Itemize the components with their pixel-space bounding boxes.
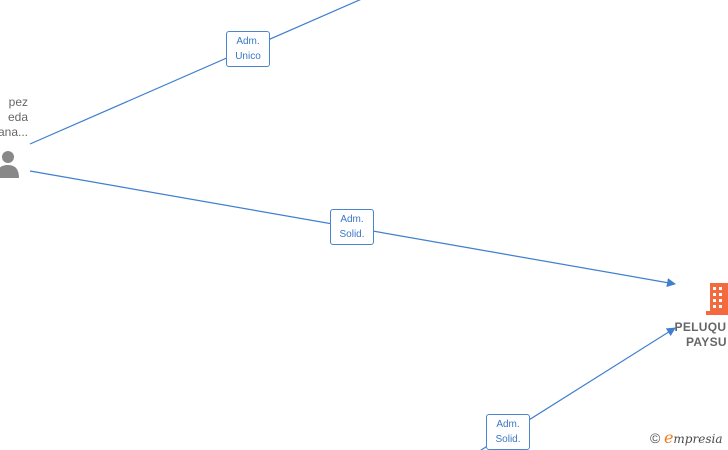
edge-line-adm-unico [29, 0, 361, 145]
person-icon[interactable] [0, 151, 19, 178]
edge-label-adm-unico[interactable]: Adm. Unico [226, 31, 270, 67]
edge-label-adm-solid-2[interactable]: Adm. Solid. [486, 414, 530, 450]
copyright-symbol: © [650, 430, 661, 446]
brand-initial: e [663, 428, 674, 447]
person-name[interactable]: pez eda ana... [0, 95, 28, 139]
edge-label-adm-solid-1[interactable]: Adm. Solid. [330, 209, 374, 245]
building-icon[interactable] [706, 283, 728, 315]
company-name[interactable]: PELUQU PAYSU [674, 320, 727, 349]
brand-wordmark: mpresia [673, 432, 723, 446]
brand-logo: © empresia [650, 428, 722, 447]
